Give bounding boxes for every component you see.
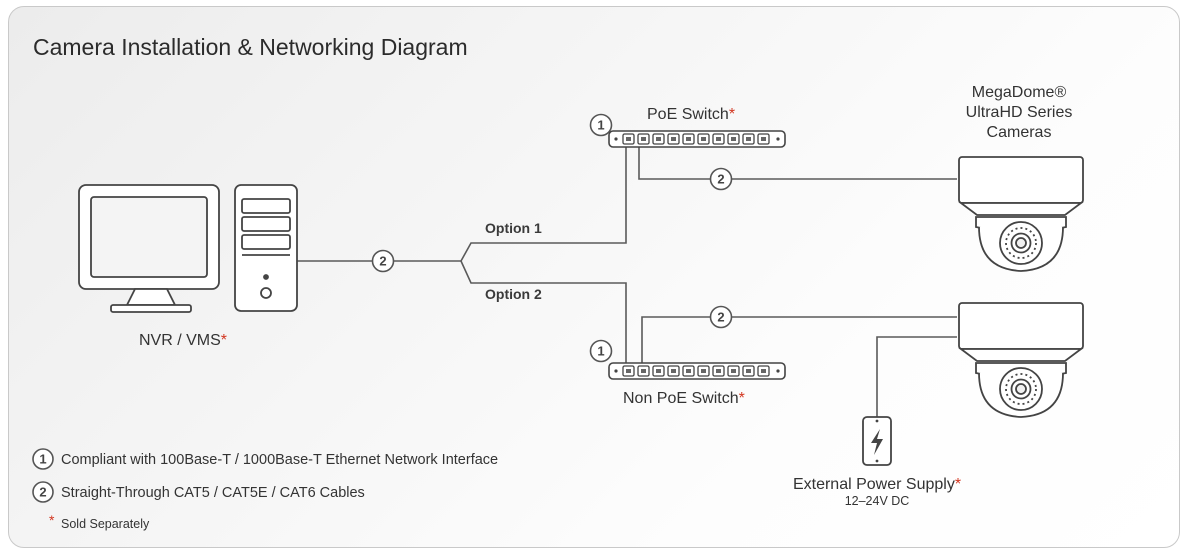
switch-port-pin [671, 369, 676, 373]
option2-cable [460, 260, 627, 371]
switch-port-pin [716, 369, 721, 373]
option1-label: Option 1 [485, 220, 542, 236]
power-spec-label: 12–24V DC [845, 494, 910, 508]
badge-cable-nvr: 2 [371, 249, 395, 273]
switch-port-pin [761, 369, 766, 373]
switch-port-pin [626, 369, 631, 373]
dome-camera-icon [958, 302, 1084, 418]
switch-port-pin [716, 137, 721, 141]
switch-port-pin [641, 369, 646, 373]
nonpoe-to-camera-cable [641, 316, 957, 371]
legend-item-1: 1 Compliant with 100Base-T / 1000Base-T … [32, 448, 498, 470]
switch-port-pin [761, 137, 766, 141]
page-title: Camera Installation & Networking Diagram [33, 34, 468, 60]
network-switch-icon [608, 362, 786, 380]
svg-text:Compliant with 100Base-T / 100: Compliant with 100Base-T / 1000Base-T Et… [61, 452, 498, 468]
poe-to-camera-cable [638, 145, 957, 180]
networking-diagram: Camera Installation & Networking Diagram… [32, 34, 1084, 531]
diagram-card: Camera Installation & Networking Diagram… [8, 6, 1180, 548]
svg-text:1: 1 [39, 452, 46, 467]
badge-nonpoe-switch: 1 [589, 339, 613, 363]
switch-port-pin [671, 137, 676, 141]
power-cable [876, 336, 957, 417]
svg-text:Cameras: Cameras [987, 124, 1052, 141]
switch-port-pin [626, 137, 631, 141]
switch-led [776, 137, 780, 141]
poe-switch-label: PoE Switch* [647, 106, 735, 123]
switch-port-pin [656, 137, 661, 141]
svg-text:2: 2 [717, 172, 724, 187]
option2-label: Option 2 [485, 286, 542, 302]
power-supply-icon [862, 416, 892, 466]
switch-port-pin [746, 369, 751, 373]
switch-led [614, 369, 618, 373]
non-poe-switch-label: Non PoE Switch* [623, 390, 745, 407]
switch-led [614, 137, 618, 141]
svg-text:2: 2 [39, 485, 46, 500]
switch-port-pin [686, 137, 691, 141]
switch-port-pin [731, 137, 736, 141]
switch-port-pin [731, 369, 736, 373]
svg-text:1: 1 [597, 344, 604, 359]
svg-text:2: 2 [379, 254, 386, 269]
switch-port-pin [701, 369, 706, 373]
svg-text:2: 2 [717, 310, 724, 325]
nvr-label: NVR / VMS* [139, 332, 227, 349]
legend-item-2: 2 Straight-Through CAT5 / CAT5E / CAT6 C… [32, 481, 365, 503]
cable-lines [297, 145, 957, 417]
svg-text:Sold Separately: Sold Separately [61, 517, 150, 531]
svg-text:MegaDome®: MegaDome® [972, 84, 1067, 101]
badge-poe-switch: 1 [589, 113, 613, 137]
badge-cable-poe-camera: 2 [709, 167, 733, 191]
switch-port-pin [686, 369, 691, 373]
svg-text:Straight-Through CAT5 / CAT5E: Straight-Through CAT5 / CAT5E / CAT6 Cab… [61, 485, 365, 501]
footnote: * Sold Separately [49, 512, 150, 531]
monitor-icon [78, 184, 220, 313]
switch-port-pin [656, 369, 661, 373]
badge-cable-nonpoe-camera: 2 [709, 305, 733, 329]
svg-text:1: 1 [597, 118, 604, 133]
cameras-label: MegaDome® UltraHD Series Cameras [966, 84, 1073, 141]
pc-tower-icon [234, 184, 298, 312]
network-switch-icon [608, 130, 786, 148]
svg-text:*: * [49, 512, 55, 528]
switch-port-pin [746, 137, 751, 141]
dome-camera-icon [958, 156, 1084, 272]
option1-cable [460, 145, 627, 262]
svg-text:UltraHD Series: UltraHD Series [966, 104, 1073, 121]
switch-port-pin [701, 137, 706, 141]
power-supply-label: External Power Supply* [793, 476, 961, 493]
switch-led [776, 369, 780, 373]
switch-port-pin [641, 137, 646, 141]
